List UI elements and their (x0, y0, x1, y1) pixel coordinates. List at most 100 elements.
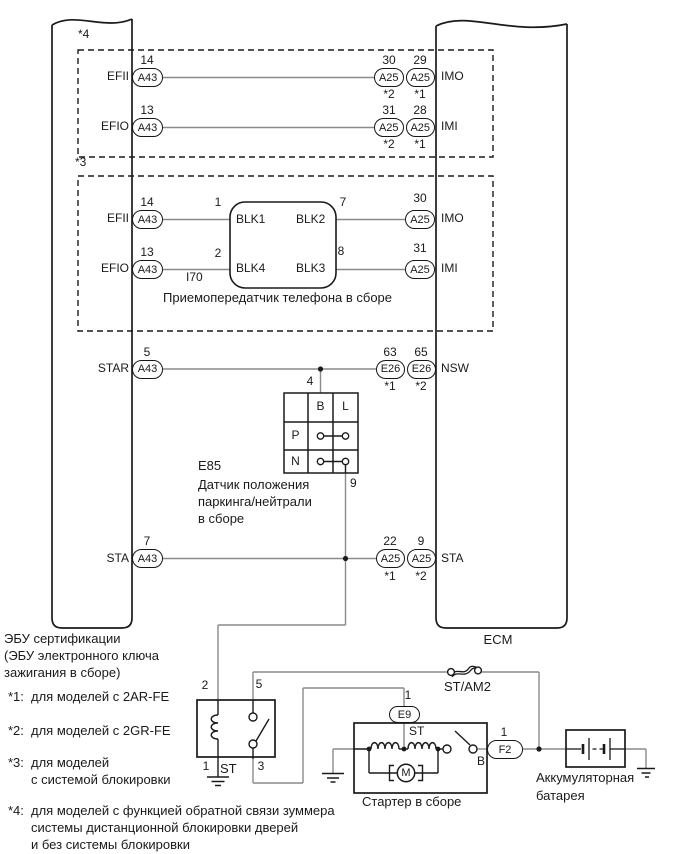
footnote-text: для моделей (31, 755, 110, 770)
relay-coil (210, 714, 219, 740)
connector-a43: A43 (132, 359, 163, 379)
left-ecu-label: (ЭБУ электронного ключа (4, 648, 159, 663)
signal-label: IMI (441, 119, 458, 133)
signal-label: STA (441, 551, 464, 565)
connector-e26: E26 (376, 359, 405, 379)
starter-ground (322, 772, 344, 783)
pin-number: 28 (413, 103, 427, 117)
left-ecu-label: ЭБУ сертификации (4, 631, 121, 646)
e85-row-p: P (291, 428, 300, 442)
signal-label: EFIO (100, 119, 129, 133)
component-label: паркинга/нейтрали (198, 494, 312, 509)
relay-contact-bottom (248, 739, 258, 749)
connector-a25: A25 (374, 118, 404, 137)
footnote-text: для моделей с функцией обратной связи зу… (31, 803, 335, 818)
footnote-mark: *2: (8, 723, 24, 738)
footnote-mark: *1: (8, 689, 24, 704)
e85-grid (283, 392, 359, 474)
component-id: I70 (186, 270, 203, 284)
component-label: Приемопередатчик телефона в сборе (163, 290, 393, 305)
battery-ground (637, 767, 655, 778)
relay-ground (207, 776, 229, 787)
battery-label: батарея (536, 788, 585, 803)
pin-number: 14 (140, 195, 154, 209)
battery-cells (566, 738, 625, 760)
footnote-text: с системой блокировки (31, 772, 171, 787)
starter-box (353, 722, 488, 794)
starter-coil-2 (407, 741, 437, 750)
starter-coil-1 (370, 741, 400, 750)
connector-a43: A43 (132, 68, 163, 87)
relay-box (196, 699, 276, 758)
footnote-ref: *2 (415, 569, 427, 583)
pin-number: 13 (140, 245, 154, 259)
fusible-link-label: ST/AM2 (444, 679, 491, 694)
ecm-bar (435, 19, 568, 629)
dashed-boxes (77, 49, 494, 332)
pin-number: 9 (417, 534, 425, 548)
wires-group (163, 76, 647, 784)
fusible-link (446, 665, 483, 678)
option-mark-4: *4 (78, 27, 90, 41)
e85-contacts (316, 432, 350, 473)
pin-number: 63 (383, 345, 397, 359)
pin-number: 30 (413, 191, 427, 205)
component-label: Датчик положения (198, 477, 310, 492)
footnote-ref: *2 (383, 87, 395, 101)
connector-e26: E26 (407, 359, 436, 379)
connector-a25: A25 (405, 260, 435, 279)
footnote-text: для моделей с 2GR-FE (31, 723, 171, 738)
pin-number: 1 (214, 195, 222, 209)
pin-number: 7 (143, 534, 151, 548)
connector-f2: F2 (487, 740, 523, 759)
pin-number: 5 (255, 677, 263, 691)
left-ecu-label: зажигания в сборе) (4, 665, 121, 680)
connector-a43: A43 (132, 260, 163, 279)
pin-number: 2 (214, 246, 222, 260)
signal-label: EFII (106, 69, 129, 83)
starter-contact (442, 744, 452, 754)
pin-number: 22 (383, 534, 397, 548)
pin-number: 3 (257, 759, 265, 773)
connector-a25: A25 (374, 68, 404, 87)
relay-label: ST (220, 761, 237, 776)
pin-number: 1 (202, 759, 210, 773)
footnote-ref: *2 (383, 137, 395, 151)
signal-label: STA (106, 551, 129, 565)
starter-internals (354, 730, 471, 782)
connector-a25: A25 (405, 118, 435, 137)
pin-number: 5 (143, 345, 151, 359)
footnote-text: и без системы блокировки (31, 837, 190, 852)
e85-col-l: L (342, 399, 349, 413)
relay-internals (210, 700, 270, 777)
transceiver-block (229, 201, 337, 289)
e85-row-n: N (291, 454, 300, 468)
pin-number: 7 (339, 195, 347, 209)
pin-number: 4 (306, 374, 314, 388)
pin-number: 2 (201, 678, 209, 692)
footnote-ref: *1 (384, 569, 396, 583)
signal-label: IMO (441, 69, 464, 83)
connector-a43: A43 (132, 118, 163, 137)
ecm-label: ECM (483, 632, 513, 647)
motor-label: M (401, 766, 411, 779)
pin-number: 29 (413, 53, 427, 67)
signal-label: ST (409, 724, 425, 738)
pin-number: 1 (404, 688, 412, 702)
footnote-ref: *2 (415, 379, 427, 393)
block-terminal-label: BLK3 (296, 261, 326, 275)
option-box-3 (77, 175, 494, 332)
signal-label: EFIO (100, 261, 129, 275)
option-mark-3: *3 (75, 155, 87, 169)
footnote-mark: *4: (8, 803, 24, 818)
starter-b-contact (468, 744, 478, 754)
pin-number: 8 (337, 244, 345, 258)
block-terminal-label: BLK2 (296, 212, 326, 226)
e85-col-b: B (316, 399, 325, 413)
starter-switch-blade (454, 730, 471, 746)
pin-number: 31 (382, 103, 396, 117)
block-terminal-label: BLK1 (236, 212, 266, 226)
pin-number: 9 (350, 476, 357, 490)
footnote-text: системы дистанционной блокировки дверей (31, 820, 299, 835)
